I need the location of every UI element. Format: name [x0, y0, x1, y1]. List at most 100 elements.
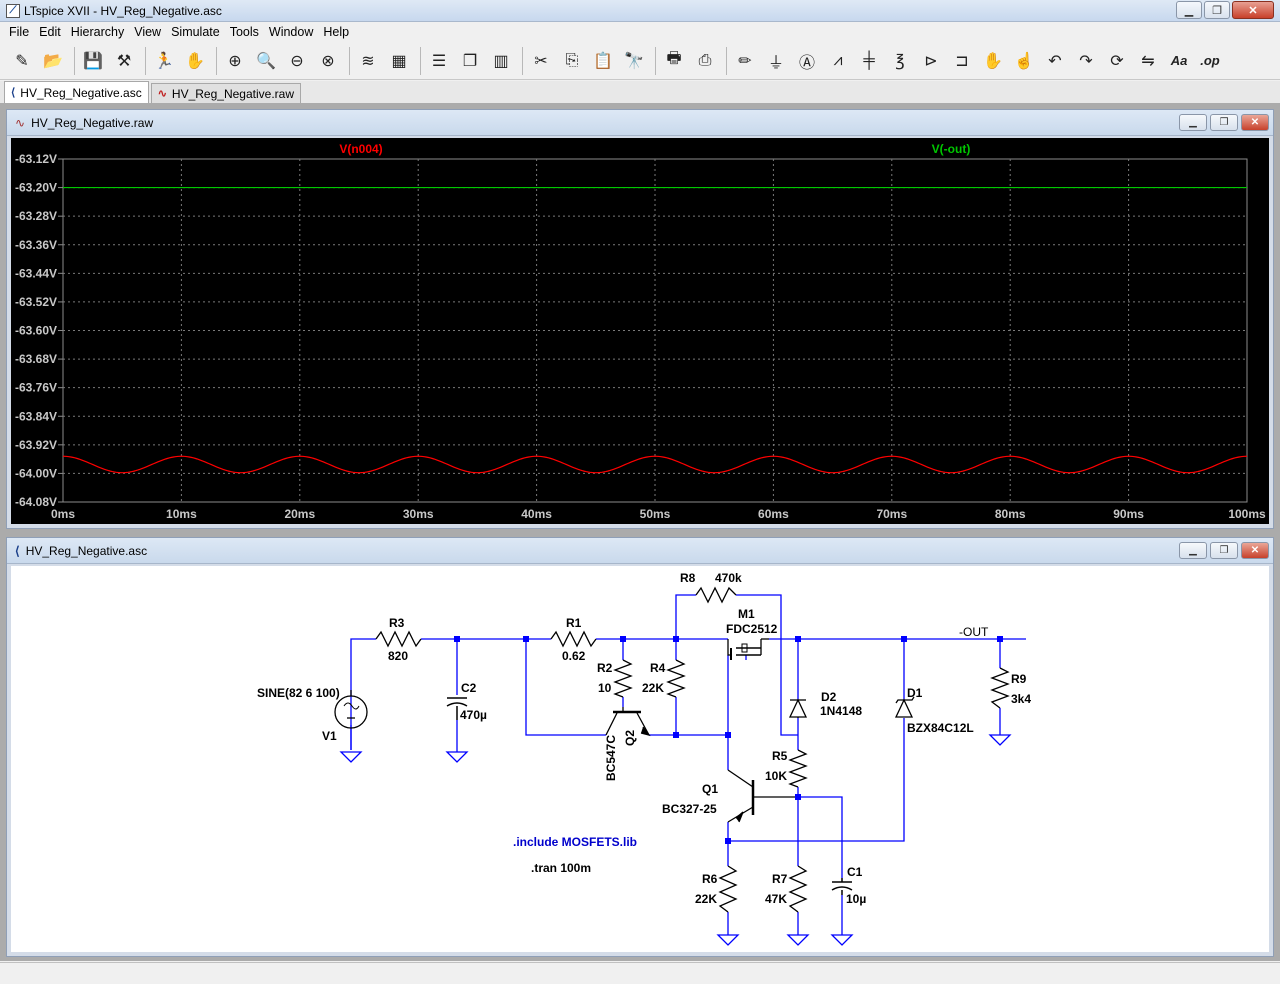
menu-edit[interactable]: Edit: [39, 25, 61, 39]
open-icon[interactable]: 📂: [43, 52, 63, 70]
status-bar: [0, 962, 1280, 984]
c1-label: C1: [847, 865, 863, 879]
child-close-button[interactable]: ✕: [1241, 542, 1269, 559]
x-tick-label: 30ms: [403, 507, 434, 521]
zoom-pan-icon[interactable]: 🔍: [256, 52, 276, 70]
r8-label: R8: [680, 571, 696, 585]
zoom-out-icon[interactable]: ⊖: [290, 52, 304, 70]
control-panel-icon[interactable]: ⚒: [116, 52, 132, 70]
tile-horizontal-icon[interactable]: ☰: [431, 52, 447, 70]
text-icon[interactable]: Aa: [1170, 53, 1188, 68]
y-tick-label: -63.20V: [15, 181, 57, 195]
cascade-icon[interactable]: ❐: [462, 52, 478, 70]
r6-value: 22K: [695, 892, 717, 906]
r4-label: R4: [650, 661, 666, 675]
tab-label: HV_Reg_Negative.asc: [20, 85, 142, 100]
component-icon[interactable]: ⊐: [955, 52, 969, 70]
menu-simulate[interactable]: Simulate: [171, 25, 220, 39]
ground-icon[interactable]: ⏚: [767, 54, 784, 72]
redo-icon[interactable]: ↷: [1079, 52, 1093, 70]
capacitor-icon[interactable]: ╪: [863, 51, 875, 69]
mirror-icon[interactable]: ⇋: [1141, 52, 1155, 70]
v1-value: SINE(82 6 100): [257, 686, 340, 700]
tran-directive[interactable]: .tran 100m: [531, 861, 591, 875]
new-schematic-icon[interactable]: ✎: [15, 52, 29, 70]
schematic-canvas[interactable]: R3 820 R1 0.62 R8 470k M1 FDC2512 -OUT R…: [11, 566, 1269, 952]
menu-help[interactable]: Help: [323, 25, 350, 39]
wire-icon[interactable]: ✏: [738, 52, 752, 70]
toolbar-separator: [145, 46, 146, 75]
wires: [350, 594, 1026, 935]
move-icon[interactable]: ✋: [983, 52, 1003, 70]
label-net-icon[interactable]: Ⓐ: [798, 54, 815, 72]
zoom-in-icon[interactable]: ⊕: [228, 52, 242, 70]
paste-icon[interactable]: 📋: [593, 52, 613, 70]
r2-body: [613, 659, 633, 698]
print-setup-icon[interactable]: ⎙: [698, 51, 712, 69]
minimize-button[interactable]: ▁: [1176, 1, 1202, 19]
child-minimize-button[interactable]: ▁: [1179, 114, 1207, 131]
find-icon[interactable]: 🔭: [624, 52, 644, 70]
x-tick-label: 70ms: [876, 507, 907, 521]
toolbar-separator: [216, 46, 217, 75]
child-close-button[interactable]: ✕: [1241, 114, 1269, 131]
child-restore-button[interactable]: ❐: [1210, 542, 1238, 559]
y-tick-label: -63.68V: [15, 352, 57, 366]
toolbar-separator: [726, 46, 727, 75]
grid-icon[interactable]: ▦: [391, 52, 407, 70]
y-tick-label: -63.92V: [15, 438, 57, 452]
r1-label: R1: [566, 616, 582, 630]
y-tick-label: -64.08V: [15, 495, 57, 509]
maximize-button[interactable]: ❐: [1204, 1, 1230, 19]
cut-icon[interactable]: ✂: [534, 52, 548, 70]
q2-value: BC547C: [604, 735, 618, 781]
schematic-drawing[interactable]: R3 820 R1 0.62 R8 470k M1 FDC2512 -OUT R…: [11, 566, 1269, 952]
tab-waveform[interactable]: ∿ HV_Reg_Negative.raw: [150, 83, 301, 103]
x-tick-label: 100ms: [1228, 507, 1266, 521]
child-restore-button[interactable]: ❐: [1210, 114, 1238, 131]
menu-view[interactable]: View: [134, 25, 162, 39]
x-tick-label: 0ms: [51, 507, 75, 521]
run-icon[interactable]: 🏃: [154, 52, 174, 70]
legend-entry[interactable]: V(-out): [932, 142, 971, 156]
q2-transistor: [605, 707, 651, 737]
halt-icon[interactable]: ✋: [185, 52, 205, 70]
r7-body: [788, 865, 808, 913]
q2-label: Q2: [623, 730, 637, 746]
menu-file[interactable]: File: [9, 25, 30, 39]
r4-body: [666, 659, 686, 698]
waveform-window-title: HV_Reg_Negative.raw: [31, 115, 154, 130]
rotate-icon[interactable]: ⟳: [1110, 52, 1124, 70]
child-minimize-button[interactable]: ▁: [1179, 542, 1207, 559]
inductor-icon[interactable]: ℥: [895, 52, 905, 70]
tile-vertical-icon[interactable]: ▥: [493, 52, 509, 70]
r1-body: [550, 630, 597, 648]
copy-icon[interactable]: ⎘: [565, 51, 579, 69]
y-tick-label: -63.28V: [15, 209, 57, 223]
tab-schematic[interactable]: ⟨ HV_Reg_Negative.asc: [4, 81, 149, 103]
junctions: [454, 636, 1003, 844]
zoom-fit-icon[interactable]: ⊗: [321, 52, 335, 70]
menu-window[interactable]: Window: [268, 25, 314, 39]
spice-directive-icon[interactable]: .op: [1200, 53, 1220, 68]
schematic-window-titlebar: ⟨ HV_Reg_Negative.asc ▁ ❐ ✕: [7, 538, 1273, 564]
diode-icon[interactable]: ⊳: [924, 52, 938, 70]
include-directive[interactable]: .include MOSFETS.lib: [513, 835, 637, 849]
undo-icon[interactable]: ↶: [1048, 52, 1062, 70]
legend-entry[interactable]: V(n004): [339, 142, 382, 156]
print-icon[interactable]: 🖶: [666, 50, 682, 67]
autorange-icon[interactable]: ≋: [361, 52, 375, 70]
close-button[interactable]: ✕: [1232, 1, 1274, 19]
q1-transistor: [727, 769, 798, 823]
q1-label: Q1: [702, 782, 718, 796]
menu-hierarchy[interactable]: Hierarchy: [70, 25, 125, 39]
menu-tools[interactable]: Tools: [229, 25, 259, 39]
save-icon[interactable]: 💾: [83, 52, 103, 70]
drag-icon[interactable]: ☝: [1014, 52, 1034, 70]
resistor-icon[interactable]: ⩘: [833, 51, 843, 69]
y-tick-label: -63.76V: [15, 381, 57, 395]
